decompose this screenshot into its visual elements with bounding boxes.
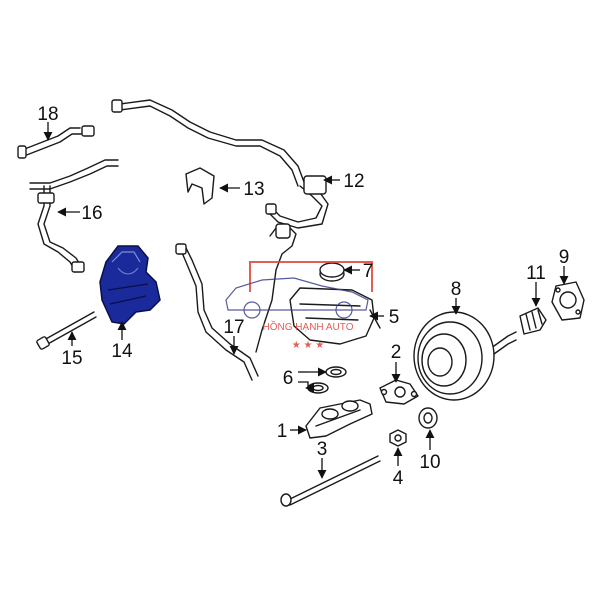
callout-labels: 18 16 14 15 12 13 17 7 5 6 2 1 3 4 10 8 … xyxy=(37,104,569,489)
part-14-vacuum-pump xyxy=(99,245,161,325)
callout-1: 1 xyxy=(277,421,288,442)
part-7-cap xyxy=(319,262,345,282)
callout-15: 15 xyxy=(61,348,82,369)
callout-18: 18 xyxy=(37,104,58,125)
callout-9: 9 xyxy=(559,247,570,268)
part-3-push-rod xyxy=(280,455,381,507)
watermark-text: HỒNG HẠNH AUTO xyxy=(263,320,354,333)
watermark-frame xyxy=(249,261,373,292)
part-8-brake-booster xyxy=(413,311,517,401)
callout-5: 5 xyxy=(389,307,400,328)
part-9-plate xyxy=(551,281,585,321)
callout-2: 2 xyxy=(391,342,402,363)
callout-4: 4 xyxy=(393,468,404,489)
watermark-car xyxy=(225,277,369,311)
part-2-gasket xyxy=(379,379,419,405)
part-12-long-hose xyxy=(111,99,329,229)
part-15-bolt xyxy=(36,311,97,350)
callout-16: 16 xyxy=(81,203,102,224)
callout-7: 7 xyxy=(363,261,374,282)
callout-17: 17 xyxy=(223,317,244,338)
watermark: HỒNG HẠNH AUTO ★ ★ ★ xyxy=(225,261,373,351)
callout-14: 14 xyxy=(111,341,133,362)
callout-13: 13 xyxy=(243,179,264,200)
part-10-grommet xyxy=(418,407,438,429)
part-14-body xyxy=(99,245,161,325)
callout-11: 11 xyxy=(526,263,546,284)
callout-8: 8 xyxy=(451,279,462,300)
part-17-brake-line xyxy=(175,223,297,381)
callout-3: 3 xyxy=(317,439,328,460)
callout-6: 6 xyxy=(283,368,294,389)
part-6-seals xyxy=(307,366,347,394)
part-18-hose xyxy=(17,125,95,159)
part-5-reservoir xyxy=(289,287,381,345)
part-4-nut xyxy=(389,429,407,447)
part-13-clip xyxy=(185,167,215,205)
part-1-master-cylinder xyxy=(305,399,373,439)
callout-12: 12 xyxy=(343,171,364,192)
watermark-stars: ★ ★ ★ xyxy=(292,340,324,351)
part-16-hose-assembly xyxy=(29,159,119,273)
part-11-boot xyxy=(519,307,547,335)
callout-10: 10 xyxy=(419,452,440,473)
leader-lines xyxy=(43,122,569,479)
